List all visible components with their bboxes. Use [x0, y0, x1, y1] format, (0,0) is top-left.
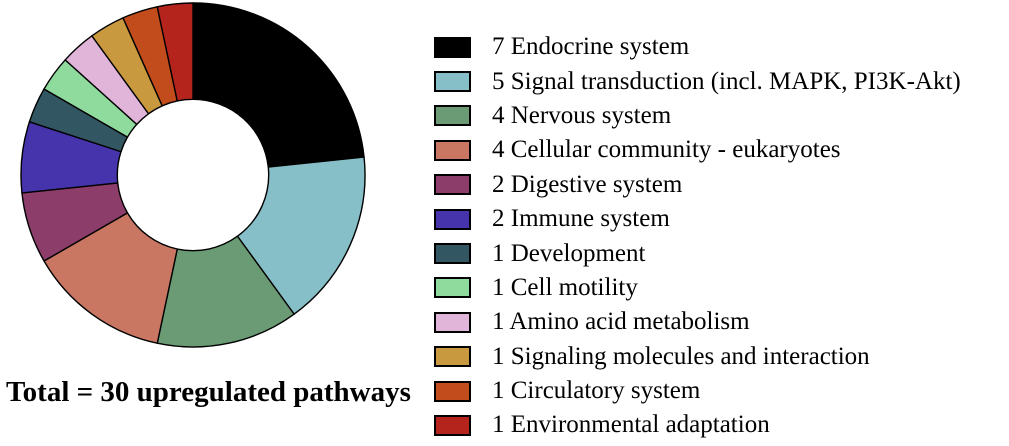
legend-category: Cell motility [510, 273, 638, 301]
legend-category: Signal transduction (incl. MAPK, PI3K-Ak… [510, 67, 961, 95]
legend-label: 4 Cellular community - eukaryotes [492, 136, 841, 164]
legend-category: Immune system [510, 205, 670, 233]
legend-category: Digestive system [510, 170, 683, 198]
legend-label: 1 Amino acid metabolism [492, 308, 750, 336]
legend-label: 2 Immune system [492, 205, 670, 233]
legend-value: 1 [492, 308, 505, 336]
legend-swatch [434, 36, 471, 58]
legend-category: Signaling molecules and interaction [510, 342, 870, 370]
donut-segment [156, 2, 194, 102]
legend-label: 2 Digestive system [492, 171, 682, 199]
legend-swatch [434, 243, 471, 265]
legend-value: 7 [492, 33, 505, 61]
legend-swatch [434, 208, 471, 230]
legend-swatch [434, 311, 471, 333]
legend-swatch [434, 71, 471, 93]
total-label: Total = 30 upregulated pathways [6, 376, 411, 408]
legend-label: 5 Signal transduction (incl. MAPK, PI3K-… [492, 68, 961, 96]
donut-segment [192, 2, 365, 168]
legend-item: 2 Digestive system [434, 168, 961, 202]
legend-swatch [434, 346, 471, 368]
legend-category: Amino acid metabolism [509, 308, 750, 336]
legend-swatch [434, 174, 471, 196]
legend-category: Circulatory system [510, 377, 701, 405]
legend-value: 5 [492, 67, 505, 95]
legend-value: 1 [492, 411, 505, 439]
legend-value: 1 [492, 273, 505, 301]
legend-item: 5 Signal transduction (incl. MAPK, PI3K-… [434, 64, 961, 98]
donut-segment [156, 235, 295, 348]
legend-value: 1 [492, 342, 505, 370]
legend-value: 4 [492, 136, 505, 164]
legend-label: 1 Development [492, 240, 645, 268]
donut-chart [20, 2, 366, 348]
legend-label: 1 Circulatory system [492, 377, 700, 405]
legend-label: 1 Cell motility [492, 274, 638, 302]
donut-segment [43, 212, 178, 344]
legend-category: Endocrine system [510, 33, 690, 61]
legend-category: Nervous system [510, 101, 672, 129]
legend-swatch [434, 414, 471, 436]
legend-item: 7 Endocrine system [434, 30, 961, 64]
legend-category: Development [510, 239, 646, 267]
legend-label: 1 Environmental adaptation [492, 411, 770, 439]
legend-value: 1 [492, 377, 505, 405]
legend-item: 2 Immune system [434, 202, 961, 236]
legend-swatch [434, 380, 471, 402]
legend-value: 4 [492, 101, 505, 129]
legend-value: 2 [492, 205, 505, 233]
legend-item: 1 Signaling molecules and interaction [434, 340, 961, 374]
legend-item: 1 Amino acid metabolism [434, 305, 961, 339]
legend-swatch [434, 105, 471, 127]
legend-swatch [434, 277, 471, 299]
legend: 7 Endocrine system 5 Signal transduction… [434, 30, 961, 443]
legend-item: 1 Development [434, 236, 961, 270]
legend-category: Cellular community - eukaryotes [510, 136, 841, 164]
legend-value: 1 [492, 239, 505, 267]
legend-item: 1 Circulatory system [434, 374, 961, 408]
legend-item: 4 Nervous system [434, 99, 961, 133]
legend-item: 1 Cell motility [434, 271, 961, 305]
legend-label: 1 Signaling molecules and interaction [492, 343, 870, 371]
legend-category: Environmental adaptation [510, 411, 770, 439]
legend-item: 1 Environmental adaptation [434, 408, 961, 442]
legend-item: 4 Cellular community - eukaryotes [434, 133, 961, 167]
legend-value: 2 [492, 170, 505, 198]
legend-swatch [434, 139, 471, 161]
legend-label: 4 Nervous system [492, 102, 671, 130]
legend-label: 7 Endocrine system [492, 33, 689, 61]
donut-segment [236, 156, 366, 315]
